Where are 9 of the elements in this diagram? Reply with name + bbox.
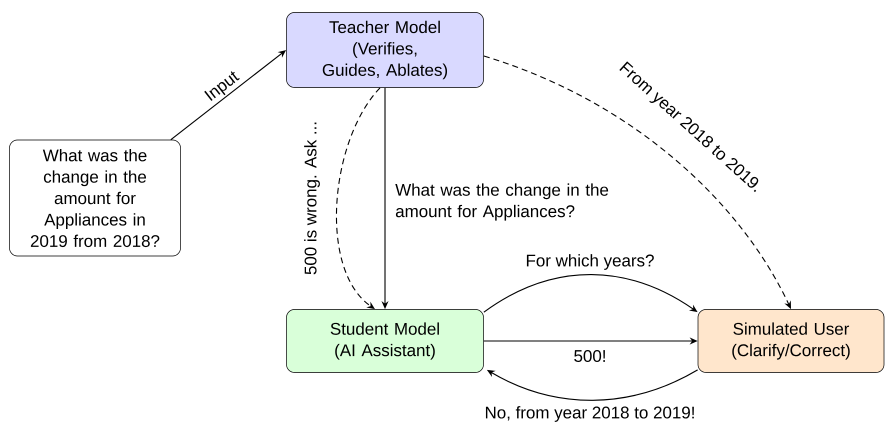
teacher-box: Teacher Model (Verifies, Guides, Ablates) (286, 12, 484, 88)
edge-label: No, from year 2018 to 2019! (486, 406, 694, 422)
edge-label: 500! (574, 350, 605, 362)
student-box: Student Model (AI Assistant) (286, 309, 484, 373)
question-box: What was the change in the amount for Appliances in 2019 from 2018? (9, 140, 181, 256)
user-box: Simulated User (Clarify/Correct) (698, 309, 884, 373)
edge-label: 500 is wrong. Ask ... (304, 122, 320, 274)
edge-label: What was the change in the amount for Appliances? (395, 183, 608, 221)
edge-label: For which years? (526, 254, 654, 270)
